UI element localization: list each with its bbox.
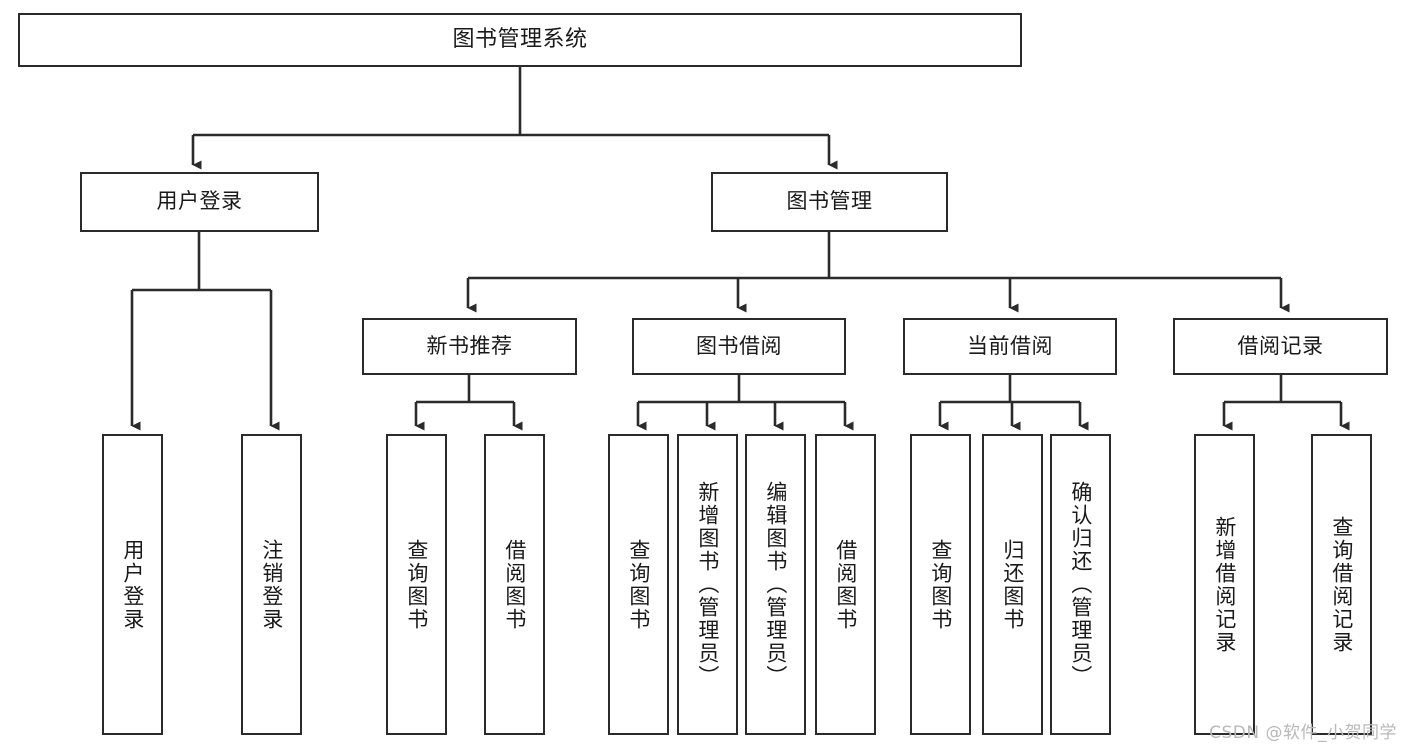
node-label: 新增图书（管理员） — [695, 481, 720, 688]
node-new-book-recommend[interactable]: 新书推荐 — [362, 318, 577, 375]
leaf-add-borrow-record[interactable]: 新增借阅记录 — [1194, 434, 1255, 735]
node-book-borrow[interactable]: 图书借阅 — [632, 318, 846, 375]
node-label: 查询借阅记录 — [1329, 515, 1354, 654]
node-label: 查询图书 — [404, 538, 429, 631]
node-label: 借阅记录 — [1237, 333, 1324, 358]
leaf-user-logout[interactable]: 注销登录 — [241, 434, 302, 735]
node-borrow-record[interactable]: 借阅记录 — [1173, 318, 1388, 375]
node-label: 新书推荐 — [426, 333, 513, 358]
leaf-borrow-book[interactable]: 借阅图书 — [815, 434, 876, 735]
leaf-borrow-book-recommend[interactable]: 借阅图书 — [484, 434, 545, 735]
node-label: 查询图书 — [928, 538, 953, 631]
node-label: 当前借阅 — [967, 333, 1053, 358]
node-label: 注销登录 — [259, 538, 284, 631]
node-label: 新增借阅记录 — [1212, 515, 1237, 654]
node-label: 编辑图书（管理员） — [763, 481, 788, 688]
node-label: 用户登录 — [156, 189, 243, 214]
leaf-query-book-current[interactable]: 查询图书 — [910, 434, 971, 735]
watermark-text: CSDN @软件_小贺同学 — [1209, 723, 1397, 743]
node-root-book-management-system[interactable]: 图书管理系统 — [18, 13, 1022, 67]
node-label: 图书管理系统 — [452, 26, 588, 52]
leaf-query-borrow-record[interactable]: 查询借阅记录 — [1311, 434, 1372, 735]
leaf-confirm-return-admin[interactable]: 确认归还（管理员） — [1050, 434, 1111, 735]
node-label: 查询图书 — [626, 538, 651, 631]
leaf-add-book-admin[interactable]: 新增图书（管理员） — [677, 434, 738, 735]
node-label: 借阅图书 — [502, 538, 527, 631]
leaf-query-book-recommend[interactable]: 查询图书 — [386, 434, 447, 735]
node-current-borrow[interactable]: 当前借阅 — [903, 318, 1117, 375]
node-book-management[interactable]: 图书管理 — [711, 172, 948, 232]
leaf-user-login[interactable]: 用户登录 — [102, 434, 163, 735]
leaf-edit-book-admin[interactable]: 编辑图书（管理员） — [745, 434, 806, 735]
node-label: 图书借阅 — [696, 333, 782, 358]
leaf-query-book-borrow[interactable]: 查询图书 — [608, 434, 669, 735]
node-label: 图书管理 — [786, 189, 873, 214]
node-label: 借阅图书 — [833, 538, 858, 631]
node-label: 归还图书 — [1000, 538, 1025, 631]
node-user-login[interactable]: 用户登录 — [80, 172, 319, 232]
leaf-return-book[interactable]: 归还图书 — [982, 434, 1043, 735]
node-label: 确认归还（管理员） — [1068, 481, 1093, 688]
node-label: 用户登录 — [120, 538, 145, 631]
